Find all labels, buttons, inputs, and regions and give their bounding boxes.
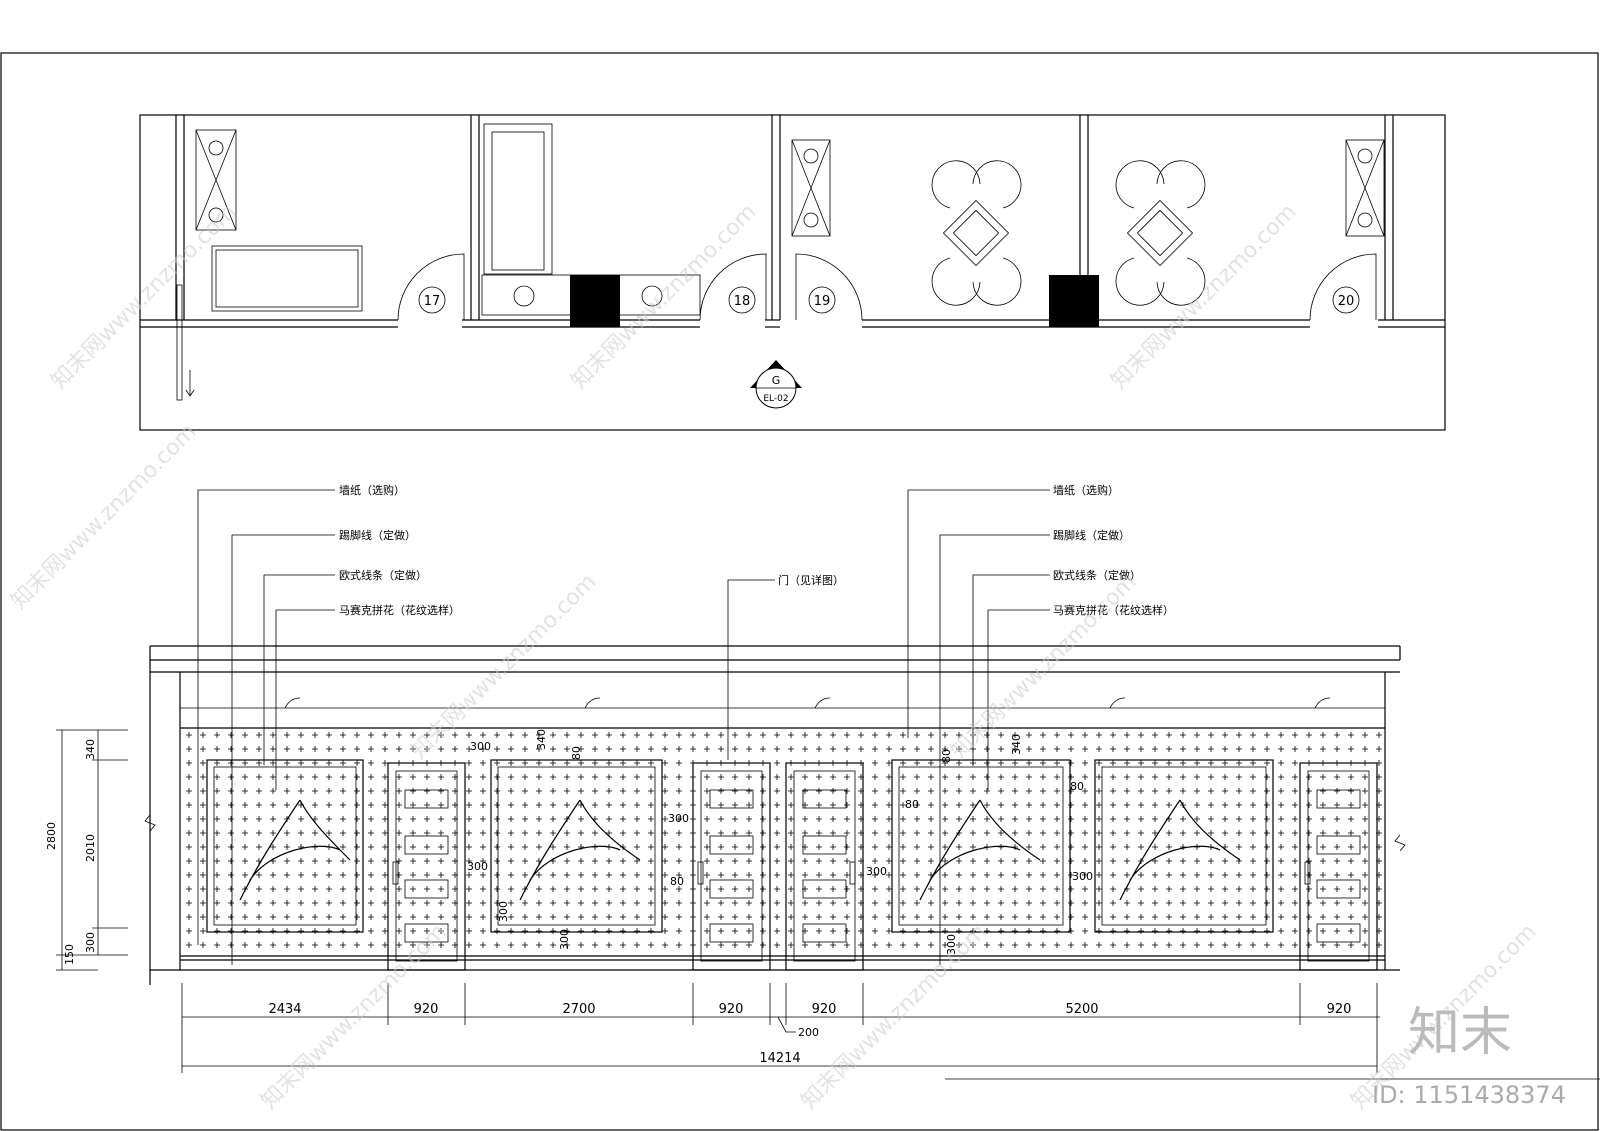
- sofa: [211, 245, 363, 312]
- column-1: [570, 275, 620, 327]
- section-sheet: EL-02: [763, 394, 788, 404]
- callout-door: 门（见详图）: [778, 573, 844, 587]
- watermark-text: 知末网www.znzmo.com: [7, 419, 202, 614]
- room-number-20: 20: [1338, 294, 1355, 309]
- dim-width: 920: [414, 1002, 439, 1017]
- inner-dim: 340: [1010, 734, 1023, 755]
- inner-dim: 300: [470, 740, 491, 753]
- inner-dim: 300: [866, 865, 887, 878]
- door-4: [1299, 762, 1378, 971]
- inner-dim: 80: [905, 798, 919, 811]
- inner-dim: 80: [670, 875, 684, 888]
- inner-dim: 300: [668, 812, 689, 825]
- callouts-right: [907, 489, 1050, 965]
- inner-dim: 300: [945, 934, 958, 955]
- inner-dim: 300: [497, 901, 510, 922]
- dim-width: 2434: [268, 1002, 301, 1017]
- callout-wallpaper-left: 墙纸（选购）: [339, 483, 405, 497]
- door-3: [785, 762, 864, 971]
- callout-mosaic-left: 马赛克拼花（花纹选样）: [339, 603, 460, 617]
- room-number-19: 19: [814, 294, 831, 309]
- floor-plan: 17 18 19 20 G EL-02: [139, 114, 1446, 431]
- inner-dim: 300: [467, 860, 488, 873]
- watermark-brand: 知末: [1408, 1003, 1512, 1063]
- mosaic-panel-1: [206, 759, 364, 933]
- dim-base: 150: [63, 944, 76, 965]
- dim-width: 920: [812, 1002, 837, 1017]
- room-number-17: 17: [424, 294, 441, 309]
- callout-door-leader: [727, 579, 775, 760]
- column-2: [1049, 275, 1099, 327]
- dim-width: 5200: [1065, 1002, 1098, 1017]
- dim-width: 920: [719, 1002, 744, 1017]
- dim-total-width: 14214: [759, 1051, 800, 1066]
- vertical-dimensions: [56, 729, 128, 971]
- dim-bottom: 300: [84, 932, 97, 953]
- elevation: 340 80 300 300 300 80 300 80 80 340 300 …: [144, 645, 1406, 985]
- wardrobe-2: [791, 139, 831, 237]
- bottom-dimensions: [181, 983, 1600, 1080]
- mosaic-panel-4: [1094, 759, 1274, 933]
- cabinet: [483, 123, 553, 275]
- dining-set-1: [931, 160, 1022, 306]
- dim-gap: 200: [798, 1026, 819, 1039]
- wardrobe-3: [1345, 139, 1385, 237]
- dim-width: 2700: [562, 1002, 595, 1017]
- dim-total-height: 2800: [45, 822, 58, 850]
- door-1: [387, 762, 466, 971]
- callout-skirting-right: 踢脚线（定做）: [1053, 528, 1130, 542]
- door-2: [692, 762, 771, 971]
- wardrobe-1: [195, 129, 237, 231]
- watermark-text: 知末网www.znzmo.com: [1107, 199, 1302, 394]
- dim-width: 920: [1327, 1002, 1352, 1017]
- inner-dim: 80: [1070, 780, 1084, 793]
- callout-molding-left: 欧式线条（定做）: [339, 568, 427, 582]
- callout-wallpaper-right: 墙纸（选购）: [1053, 483, 1119, 497]
- dim-middle: 2010: [84, 834, 97, 862]
- room-number-18: 18: [734, 294, 751, 309]
- inner-dim: 340: [535, 729, 548, 750]
- callout-mosaic-right: 马赛克拼花（花纹选样）: [1053, 603, 1174, 617]
- sheet-border: [0, 52, 1599, 1131]
- inner-dim: 300: [558, 929, 571, 950]
- watermark-id: ID: 1151438374: [1372, 1081, 1566, 1109]
- section-marker-icon: [750, 360, 802, 409]
- mosaic-panel-3: [891, 759, 1071, 933]
- inner-dim: 80: [940, 749, 953, 763]
- inner-dim: 300: [1072, 870, 1093, 883]
- callouts-left: [197, 489, 335, 965]
- dining-set-2: [1115, 160, 1206, 306]
- inner-dim: 80: [570, 746, 583, 760]
- dim-top: 340: [84, 739, 97, 760]
- section-letter: G: [772, 374, 781, 387]
- callout-molding-right: 欧式线条（定做）: [1053, 568, 1141, 582]
- callout-skirting-left: 踢脚线（定做）: [339, 528, 416, 542]
- mosaic-panel-2: [490, 759, 663, 933]
